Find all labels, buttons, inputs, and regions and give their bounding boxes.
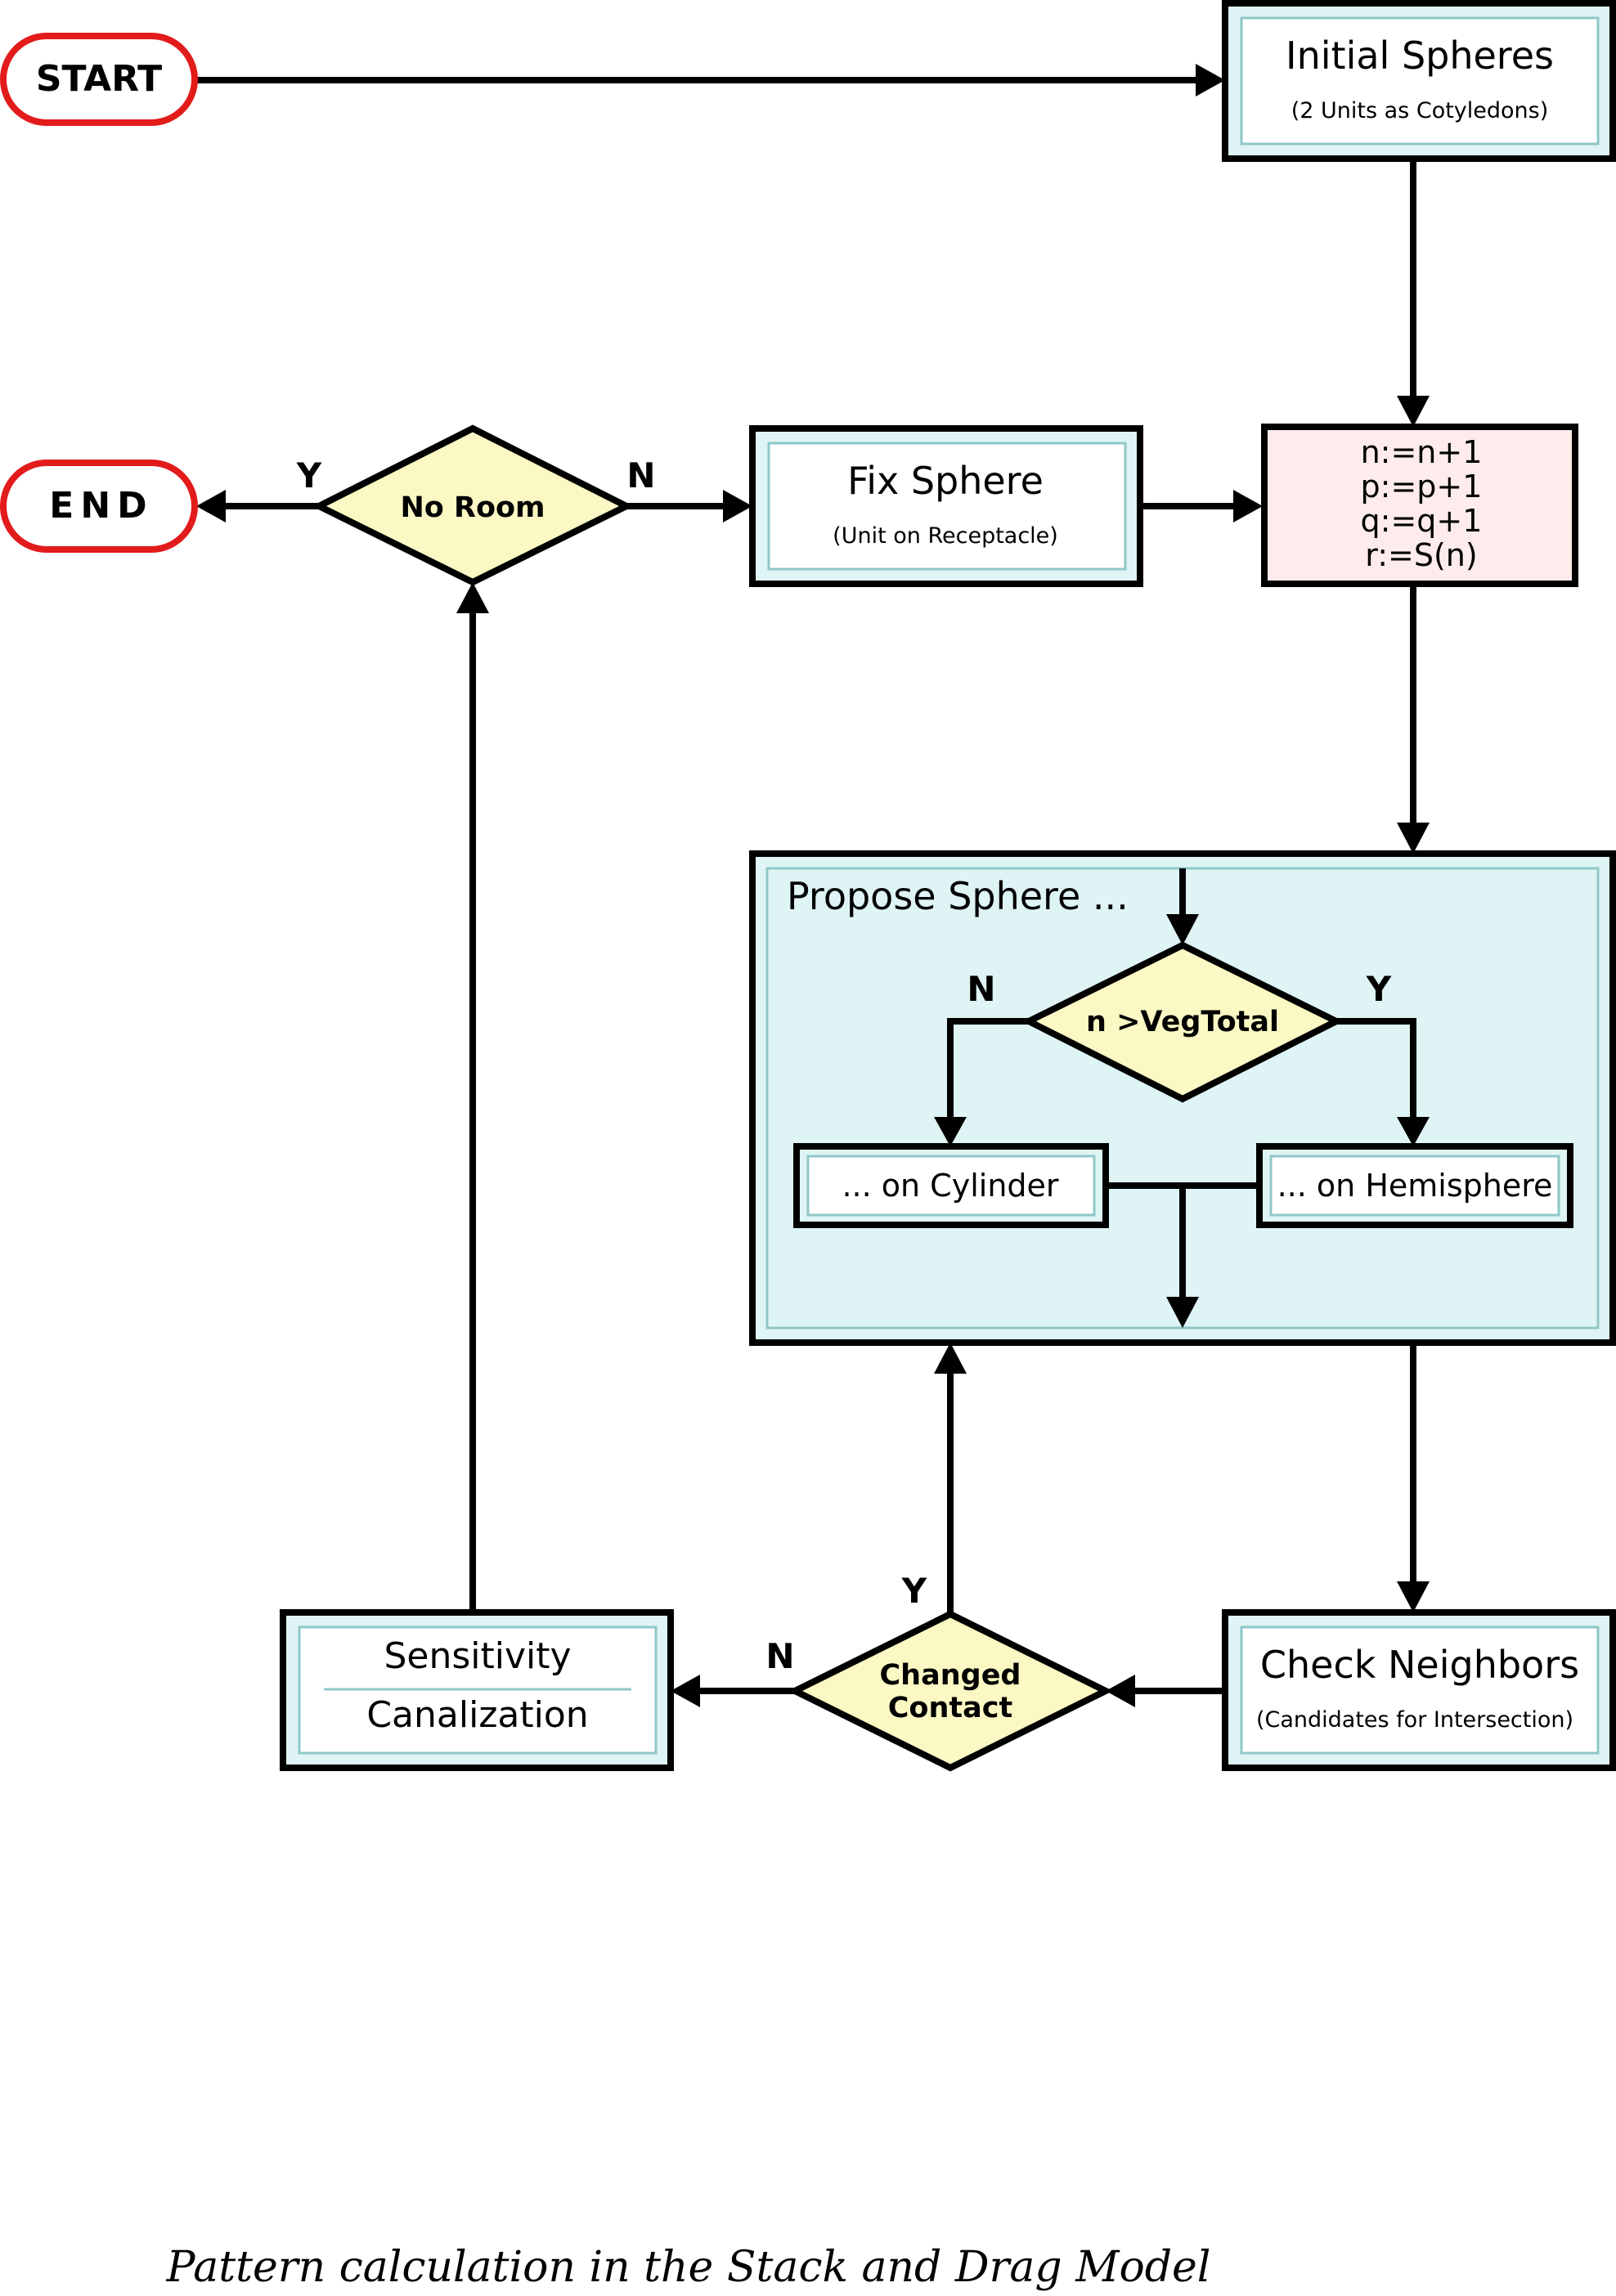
- changed-contact-no-label: N: [765, 1636, 794, 1676]
- sensitivity-label: Sensitivity: [384, 1635, 571, 1677]
- end-label: END: [49, 485, 153, 527]
- arrowhead-cylinder-top: [934, 1117, 967, 1146]
- end-terminal: END: [0, 460, 198, 553]
- check-neighbors-subtitle: (Candidates for Intersection): [1256, 1707, 1573, 1733]
- initial-spheres-subtitle: (2 Units as Cotyledons): [1291, 98, 1549, 123]
- arrowhead-vegtotal-top: [1166, 914, 1199, 945]
- no-room-decision: No Room: [312, 424, 634, 586]
- propose-sphere-title: Propose Sphere ...: [787, 874, 1129, 918]
- arrowhead-sensitivity-right: [671, 1675, 700, 1707]
- arrowhead-propose-bottom: [934, 1343, 967, 1374]
- arrowhead-merge-exit: [1166, 1297, 1199, 1328]
- arrowhead-end: [196, 490, 226, 522]
- on-hemisphere-box: ... on Hemisphere: [1256, 1143, 1573, 1228]
- edges: [195, 64, 1430, 1707]
- propose-sphere-box: Propose Sphere ... n >VegTotal N Y ... o…: [749, 850, 1616, 1346]
- on-hemisphere-label: ... on Hemisphere: [1277, 1168, 1553, 1204]
- no-room-yes-label: Y: [296, 455, 322, 496]
- changed-contact-line1: Changed: [880, 1659, 1021, 1692]
- counter-r: r:=S(n): [1365, 537, 1477, 573]
- edge-vegtotal-to-cylinder: [947, 1018, 1029, 1122]
- sensitivity-box: Sensitivity Canalization: [280, 1609, 674, 1771]
- counter-q: q:=q+1: [1361, 503, 1483, 539]
- check-neighbors-title: Check Neighbors: [1260, 1643, 1579, 1687]
- no-room-label: No Room: [400, 491, 545, 524]
- veg-total-yes-label: Y: [1366, 969, 1392, 1009]
- figure-caption: Pattern calculation in the Stack and Dra…: [166, 2243, 1211, 2292]
- fix-sphere-title: Fix Sphere: [847, 459, 1044, 503]
- edge-vegtotal-to-hemisphere: [1336, 1018, 1416, 1122]
- veg-total-no-label: N: [967, 969, 995, 1009]
- arrowhead-fix-left: [723, 490, 752, 522]
- start-label: START: [36, 58, 162, 100]
- arrowhead-noroom-bottom: [456, 582, 489, 613]
- no-room-no-label: N: [626, 455, 655, 496]
- fix-sphere-subtitle: (Unit on Receptacle): [833, 523, 1058, 549]
- check-neighbors-box: Check Neighbors (Candidates for Intersec…: [1222, 1609, 1616, 1771]
- on-cylinder-box: ... on Cylinder: [793, 1143, 1109, 1228]
- veg-total-label: n >VegTotal: [1086, 1006, 1279, 1038]
- initial-spheres-title: Initial Spheres: [1286, 34, 1554, 78]
- changed-contact-yes-label: Y: [901, 1571, 927, 1611]
- arrowhead-check-top: [1397, 1581, 1430, 1612]
- counter-n: n:=n+1: [1361, 434, 1483, 470]
- arrowhead-counters-left: [1233, 490, 1263, 522]
- changed-contact-line2: Contact: [888, 1692, 1012, 1724]
- initial-spheres-box: Initial Spheres (2 Units as Cotyledons): [1222, 0, 1616, 162]
- counter-p: p:=p+1: [1361, 469, 1483, 504]
- counters-box: n:=n+1 p:=p+1 q:=q+1 r:=S(n): [1261, 424, 1578, 587]
- arrowhead-changed-right: [1106, 1675, 1135, 1707]
- arrowhead-initial: [1196, 64, 1225, 96]
- canalization-label: Canalization: [366, 1694, 588, 1736]
- arrowhead-hemisphere-top: [1397, 1117, 1430, 1146]
- arrowhead-counters-top: [1397, 396, 1430, 427]
- veg-total-decision: n >VegTotal: [1021, 941, 1344, 1103]
- on-cylinder-label: ... on Cylinder: [842, 1168, 1058, 1204]
- arrowhead-propose-top: [1397, 823, 1430, 854]
- start-terminal: START: [0, 33, 198, 126]
- changed-contact-decision: Changed Contact: [787, 1610, 1114, 1772]
- fix-sphere-box: Fix Sphere (Unit on Receptacle): [749, 425, 1143, 587]
